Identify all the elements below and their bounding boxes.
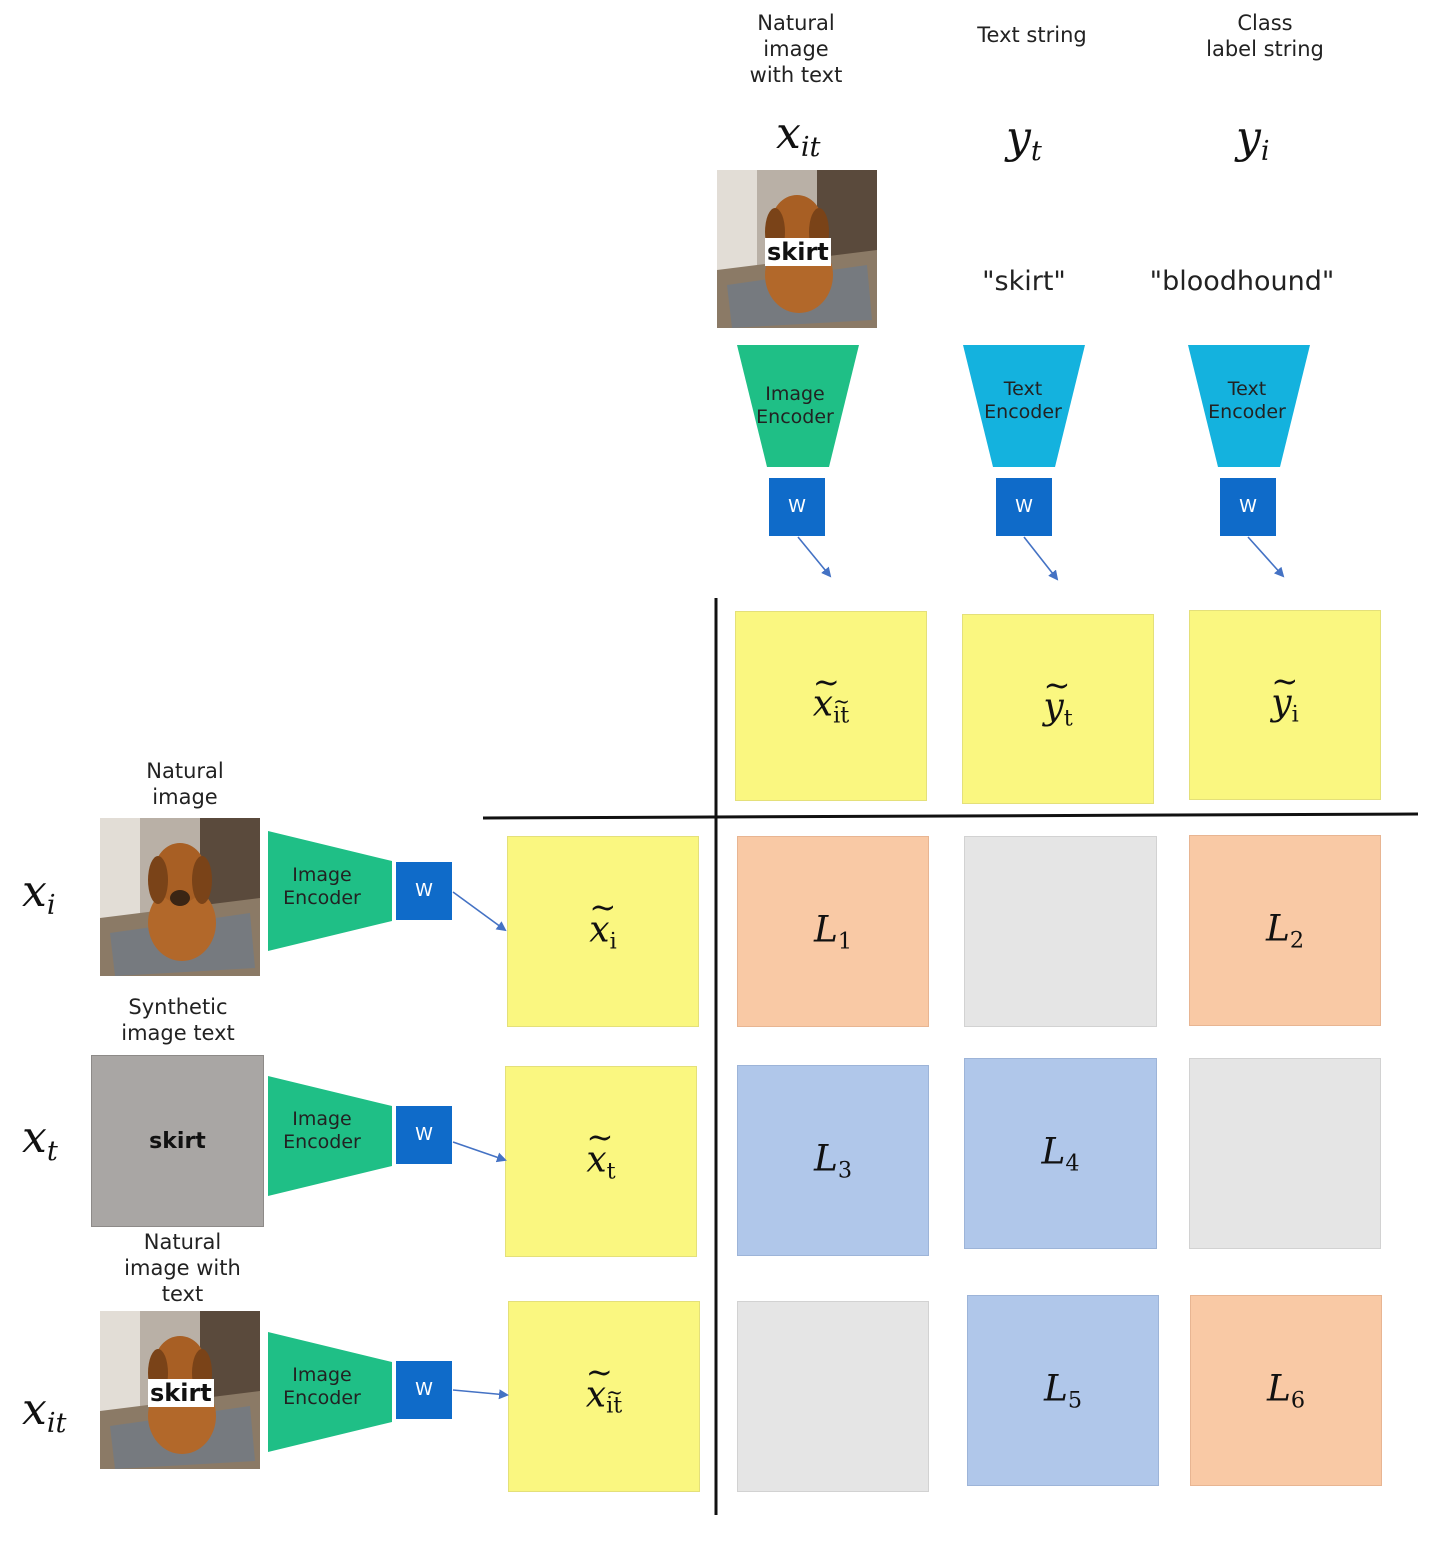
left-symbol-x-it: xit (22, 1384, 67, 1440)
top-symbol-y-t: yt (1006, 112, 1042, 168)
loss-cell-r1-c1: L1 (737, 836, 929, 1027)
left-arrow-3 (452, 1389, 509, 1400)
dog-image-icon (100, 1311, 260, 1469)
top-w-box-2: W (996, 478, 1052, 536)
top-embedding-x-it: xit (735, 611, 927, 801)
top-symbol-x-it: xit (776, 108, 821, 164)
synthetic-text-skirt: skirt (149, 1128, 206, 1154)
left-w-box-3: W (396, 1361, 452, 1419)
loss-cell-r2-c1: L3 (737, 1065, 929, 1256)
top-caption-class-label-string: Class label string (1206, 11, 1324, 61)
loss-cell-r2-c3 (1189, 1058, 1381, 1249)
top-text-encoder-1-label: Text Encoder (984, 378, 1062, 423)
top-text-encoder-1-shape (963, 345, 1085, 467)
left-symbol-x-t: xt (22, 1112, 58, 1168)
dog-photo-with-text-left: skirt (100, 1311, 260, 1469)
top-image-encoder-label: Image Encoder (756, 383, 834, 428)
dog-image-icon (717, 170, 877, 328)
top-embedding-y-t: yt (962, 614, 1154, 804)
top-embedding-y-i: yi (1189, 610, 1381, 800)
left-embedding-x-t: xt (505, 1066, 697, 1257)
left-image-encoder-1-label: Image Encoder (283, 864, 361, 909)
top-arrow-3 (1247, 536, 1285, 578)
left-image-encoder-1-shape (268, 831, 392, 951)
top-w-box-1: W (769, 478, 825, 536)
top-arrow-1 (797, 536, 832, 578)
horizontal-divider-line (482, 812, 1419, 820)
left-image-encoder-2-shape (268, 1076, 392, 1196)
synthetic-text-image: skirt (91, 1055, 264, 1227)
left-embedding-x-it: xit (508, 1301, 700, 1492)
dog-photo-natural (100, 818, 260, 976)
loss-cell-r3-c2: L5 (967, 1295, 1159, 1486)
top-w-box-3: W (1220, 478, 1276, 536)
left-symbol-x-i: xi (22, 866, 56, 922)
top-symbol-y-i: yi (1236, 112, 1270, 168)
top-text-encoder-2-label: Text Encoder (1208, 378, 1286, 423)
left-image-encoder-3-label: Image Encoder (283, 1364, 361, 1409)
top-caption-text-string: Text string (977, 23, 1087, 47)
overlay-text-skirt: skirt (765, 238, 831, 266)
left-caption-natural-image: Natural image (146, 759, 224, 809)
top-input-bloodhound-string: "bloodhound" (1149, 266, 1335, 297)
dog-photo-with-text: skirt (717, 170, 877, 328)
left-caption-natural-image-with-text: Natural image with text (124, 1230, 241, 1306)
top-arrow-2 (1023, 536, 1059, 581)
left-image-encoder-3-shape (268, 1332, 392, 1452)
left-arrow-2 (452, 1141, 507, 1163)
loss-cell-r3-c3: L6 (1190, 1295, 1382, 1486)
left-w-box-1: W (396, 862, 452, 920)
top-text-encoder-2-shape (1188, 345, 1310, 467)
top-image-encoder-shape (737, 345, 859, 467)
left-embedding-x-i: xi (507, 836, 699, 1027)
left-image-encoder-2-label: Image Encoder (283, 1108, 361, 1153)
loss-cell-r2-c2: L4 (964, 1058, 1157, 1249)
overlay-text-skirt-left: skirt (148, 1379, 214, 1407)
left-w-box-2: W (396, 1106, 452, 1164)
loss-cell-r3-c1 (737, 1301, 929, 1492)
left-arrow-1 (452, 891, 507, 932)
top-caption-natural-image-with-text: Natural image with text (749, 11, 843, 87)
top-input-skirt-string: "skirt" (982, 266, 1066, 297)
loss-cell-r1-c2 (964, 836, 1157, 1027)
loss-cell-r1-c3: L2 (1189, 835, 1381, 1026)
dog-image-icon (100, 818, 260, 976)
left-caption-synthetic-image-text: Synthetic image text (121, 995, 235, 1045)
